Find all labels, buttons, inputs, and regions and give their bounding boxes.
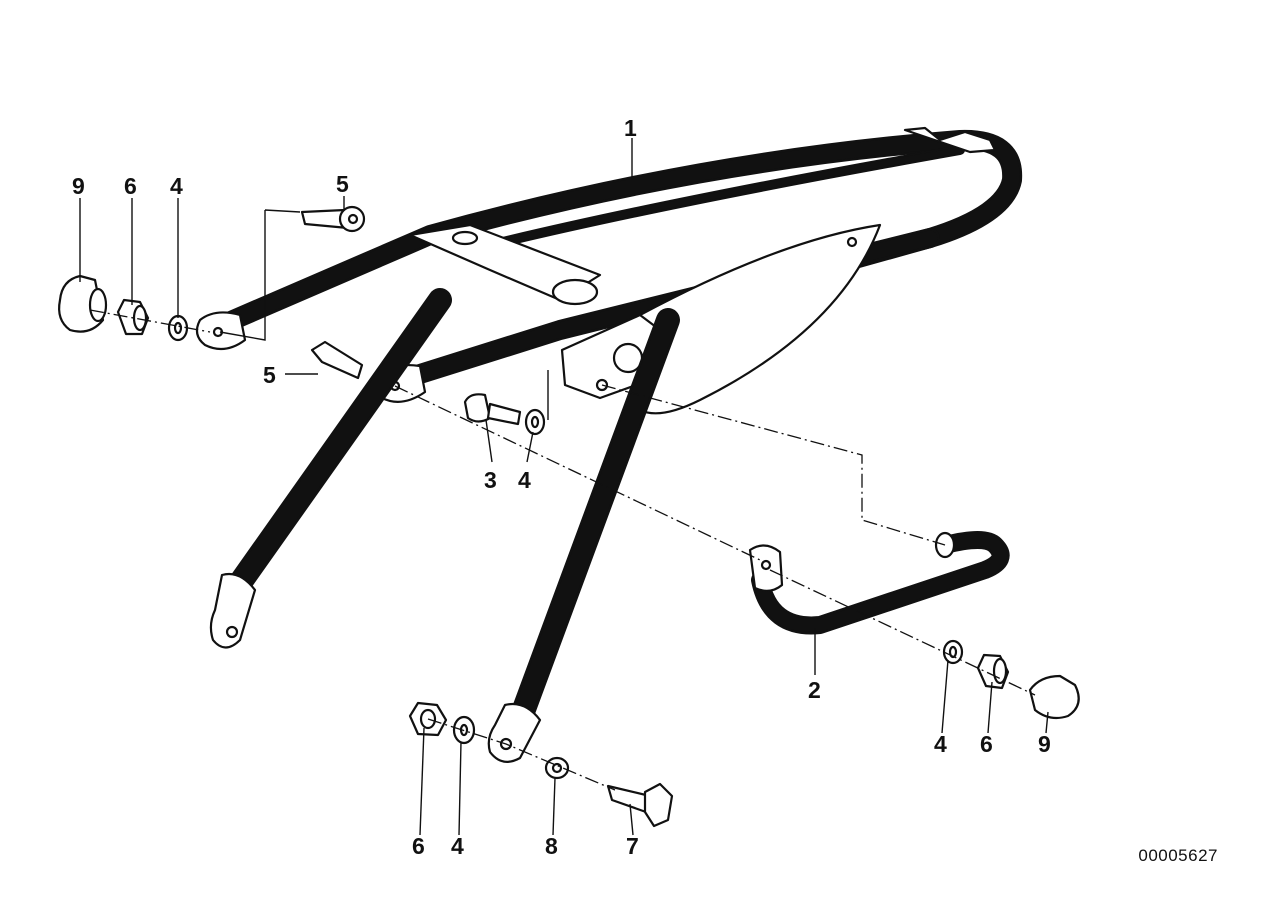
callout-4-right: 4 [934, 731, 947, 757]
hex-nut-left [116, 298, 150, 336]
callout-7: 7 [626, 833, 639, 859]
bolt-7 [606, 782, 674, 828]
document-number: 00005627 [1138, 846, 1218, 865]
callout-labels: 1 2 3 4 4 4 4 5 5 6 6 6 7 8 9 9 [72, 115, 1051, 859]
hex-nut-right [976, 653, 1010, 690]
callout-6-left: 6 [124, 173, 137, 199]
callout-4-left: 4 [170, 173, 183, 199]
washer-right [942, 639, 964, 665]
callout-8: 8 [545, 833, 558, 859]
grab-handle-part [748, 531, 1010, 635]
callout-4-bottom: 4 [451, 833, 464, 859]
cap-nut-right [1028, 674, 1080, 720]
washer-8 [544, 756, 570, 780]
washer-middle [524, 408, 546, 436]
callout-3: 3 [484, 467, 497, 493]
callout-9-left: 9 [72, 173, 85, 199]
callout-5-lower: 5 [263, 362, 276, 388]
bolt-lower [310, 340, 364, 380]
callout-6-right: 6 [980, 731, 993, 757]
leader-lines [79, 138, 1049, 836]
bolt-3 [463, 393, 522, 426]
rear-frame-part [195, 126, 1023, 763]
callout-9-right: 9 [1038, 731, 1051, 757]
callout-6-bottom: 6 [412, 833, 425, 859]
callout-4-middle: 4 [518, 467, 531, 493]
cap-nut-left [58, 274, 108, 333]
bolt-upper [300, 205, 366, 233]
callout-2: 2 [808, 677, 821, 703]
washer-left [167, 314, 189, 342]
callout-1: 1 [624, 115, 637, 141]
assembly-lines [89, 209, 1036, 791]
callout-5-upper: 5 [336, 171, 349, 197]
